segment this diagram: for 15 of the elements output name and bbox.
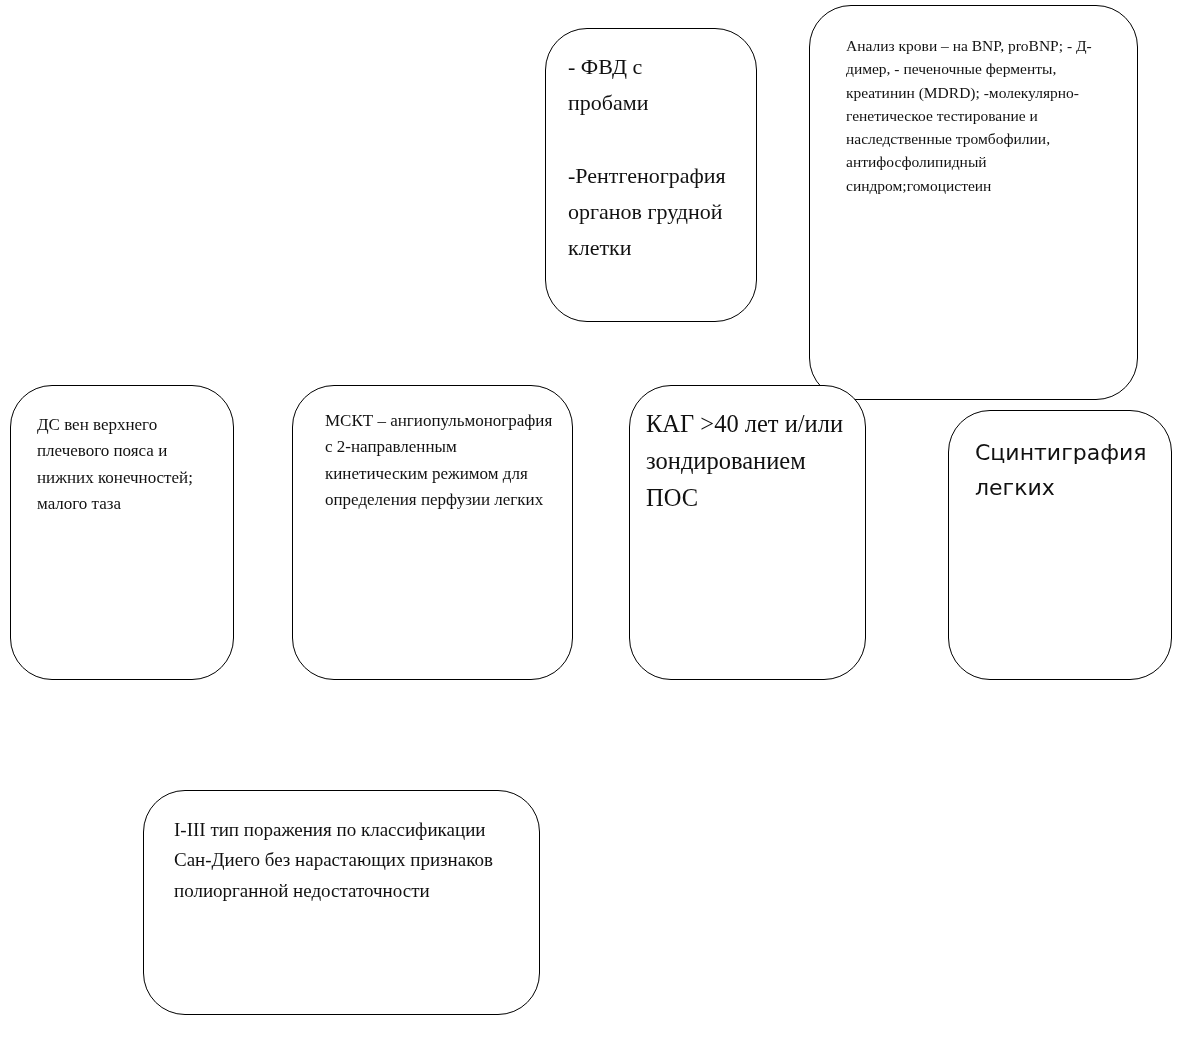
rounded-box — [948, 410, 1172, 680]
rounded-box — [292, 385, 573, 680]
rounded-box — [10, 385, 234, 680]
box-text: МСКТ – ангиопульмонография с 2-направленным кинетическим режимом для определения перфузии легких — [325, 410, 554, 512]
box-text: Анализ крови – на BNP, proBNP; - Д-димер, - печеночные ферменты, креатинин (MDRD); -молекулярно-генетическое тестирование и наследственные тромбофилии, антифосфолипидный синдром;гомоцистеин — [846, 36, 1093, 196]
box-text: Сцинтиграфия легких — [975, 439, 1148, 503]
box-text: ДС вен верхнего плечевого пояса и нижних конечностей; малого таза — [37, 414, 194, 516]
box-text: -Рентгенография органов грудной клетки — [568, 161, 726, 263]
rounded-box — [629, 385, 866, 680]
box-text: КАГ >40 лет и/или зондированием ПОС — [646, 409, 845, 513]
rounded-box — [545, 28, 757, 322]
box-text: I-III тип поражения по классификации Сан-Диего без нарастающих признаков полиорганной недостаточности — [174, 818, 494, 903]
rounded-box — [143, 790, 540, 1015]
box-text: - ФВД с пробами — [568, 53, 650, 118]
rounded-box — [809, 5, 1138, 400]
